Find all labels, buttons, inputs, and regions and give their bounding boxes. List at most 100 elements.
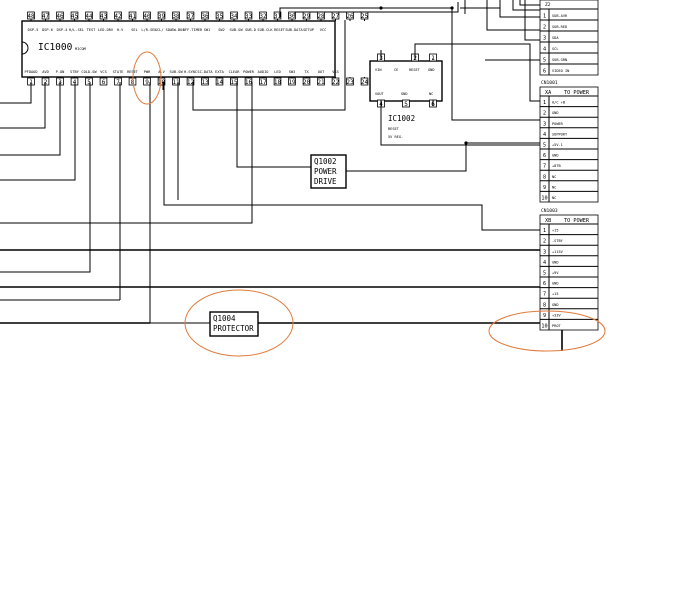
ic1000-top-pin-label: SW-BUS — [172, 28, 185, 32]
ic1002-pin-label: GND — [428, 68, 435, 72]
connector-pin-number: 6 — [543, 153, 546, 159]
highlight-ellipse-prot-pin — [488, 310, 606, 352]
q1004: Q1004 PROTECTOR — [209, 311, 259, 337]
q1004-label-2: PROTECTOR — [213, 324, 254, 333]
ic1000-bottom-pin-label: STATE — [113, 70, 124, 74]
ic1000-top-pin-box — [244, 11, 253, 20]
connector-pin-label: +15 — [552, 229, 559, 233]
ic1000-bottom-pin-box — [143, 77, 151, 86]
wire — [512, 0, 540, 11]
ic1000-top-pin-number: 43 — [100, 13, 108, 20]
ic1000-top-pin-number: 29 — [303, 13, 311, 20]
connector-pin-number: 1 — [543, 228, 546, 234]
ic1000-bottom-pin-box — [201, 77, 209, 86]
ic1000-bottom-pin-label: PFDAUD — [25, 70, 38, 74]
ic1000-top-pin-box — [85, 11, 93, 20]
wire — [346, 142, 540, 172]
wire — [163, 82, 540, 231]
ic1002-pin-label: RESET — [409, 68, 421, 72]
ic1000-bottom-pin-number: 14 — [216, 79, 224, 86]
ic1000-top-pin-number: 41 — [129, 13, 137, 20]
connector-pin-number: 3 — [543, 249, 546, 255]
ic1000-bottom-pin-number: 16 — [245, 79, 253, 86]
ic1000-bottom-pin-number: 2 — [44, 79, 48, 86]
ic1000-top-pin-number: 28 — [317, 13, 325, 20]
connector-pin-number: 1 — [543, 14, 546, 20]
ic1000-top-pin-number: 34 — [230, 13, 238, 20]
ic1000-bottom-pin-box — [360, 77, 369, 86]
connector-pin-label: NC — [552, 196, 556, 200]
ic1002-desc2: 5V REG. — [388, 135, 403, 139]
ic1000-bottom-pin-label: TX — [304, 70, 309, 74]
connector-pin-number: 10 — [541, 196, 547, 202]
ic1000-top-pin-number: 30 — [288, 13, 296, 20]
wire — [0, 82, 61, 156]
wire — [149, 82, 210, 324]
ic1000-bottom-pin-box — [259, 77, 267, 86]
ic1000-bottom-pin-label: P-ON — [56, 70, 65, 74]
ic1000-bottom-pin-number: 20 — [303, 79, 311, 86]
wire — [0, 82, 76, 181]
ic1000-top-pin-label: DSP-5 — [28, 28, 39, 32]
ic1000-bottom-pin-box — [346, 77, 354, 86]
ic1000-top-pin-label: RESET — [274, 28, 286, 32]
ic1000-bottom-pin-number: 23 — [346, 79, 354, 86]
ic1000-top-pin-box — [230, 11, 238, 20]
ic1000-top-pin-label: DSP-4 — [57, 28, 68, 32]
ic1000-bottom-pin-number: 21 — [317, 79, 325, 86]
connector-pin-number: 3 — [543, 36, 546, 42]
connector-pin-label: +8TB — [552, 164, 561, 168]
ic1000-bottom-pin-box — [99, 77, 108, 86]
connector-pin-label: GND — [552, 260, 559, 264]
junction-dot — [450, 6, 454, 10]
ic1000-bottom-pin-number: 6 — [102, 79, 106, 86]
ic1000-top-pin-label: DSP-6 — [42, 28, 53, 32]
ic1000-bottom-pin-box — [244, 77, 253, 86]
ic1000-top-pin-box — [56, 11, 64, 20]
ic1000-top-pin-box — [201, 11, 209, 20]
ic1000-bottom-pin-label: POWER — [243, 70, 255, 74]
ic1000-top-pin-box — [157, 11, 166, 20]
ic1000-top-pin-number: 36 — [201, 13, 209, 20]
wires — [0, 0, 563, 351]
connector-pin-label: A/C +B — [552, 101, 565, 105]
connector-pin-number: 10 — [541, 324, 547, 330]
ic1000-bottom-pin-box — [186, 77, 195, 86]
ic1000-bottom-pin-number: 19 — [288, 79, 296, 86]
ic1000-bottom-pin-number: 13 — [201, 79, 209, 86]
wire — [236, 82, 311, 168]
ic1000-bottom-pin-label: H-SYNC — [184, 70, 197, 74]
connector-pin-number: 3 — [543, 121, 546, 127]
connector-pin-number: 7 — [543, 292, 546, 298]
ic1000-body — [21, 20, 336, 78]
connector-pin-number: 2 — [543, 239, 546, 245]
ic1000-bottom-pin-box — [215, 77, 224, 86]
connector-pin-number: 4 — [543, 47, 546, 53]
connector-cn1001-pin-head: XA — [545, 90, 552, 96]
ic1000-bottom-pin-label: A-V — [158, 70, 165, 74]
ic1000-top-pin-number: 47 — [42, 13, 50, 20]
ic1000-sub: MICOM — [75, 47, 87, 51]
wire — [524, 0, 540, 41]
connector-pin-number: 5 — [543, 143, 546, 149]
wire — [486, 0, 540, 31]
ic1002-bottom-pin-number: 5 — [404, 101, 408, 108]
ic1000-top-pin-number: 46 — [56, 13, 64, 20]
ic1000-top-pin-number: 40 — [143, 13, 151, 20]
ic1000-bottom-pin-box — [85, 77, 93, 86]
connector-cn1003-pin-head: XB — [545, 218, 551, 224]
q1002-label-1: Q1002 — [314, 157, 337, 166]
ic1000-top-pin-label: SUB-CLK — [257, 28, 273, 32]
ic1002-pin-label: VIN — [375, 68, 382, 72]
ic1000-top-pin-number: 45 — [71, 13, 79, 20]
wire — [460, 5, 501, 9]
ic1000-top-pin-label: H/L-SEL — [69, 28, 84, 32]
wire — [380, 100, 540, 146]
connector-pin-label: GND — [552, 303, 559, 307]
ic1000-top-pin-label: VCC — [320, 28, 327, 32]
connector-pin-label: +5V-1 — [552, 143, 563, 147]
ic1000-top-pin-number: 35 — [216, 13, 224, 20]
ic1000-bottom-pin-label: LED — [274, 70, 281, 74]
